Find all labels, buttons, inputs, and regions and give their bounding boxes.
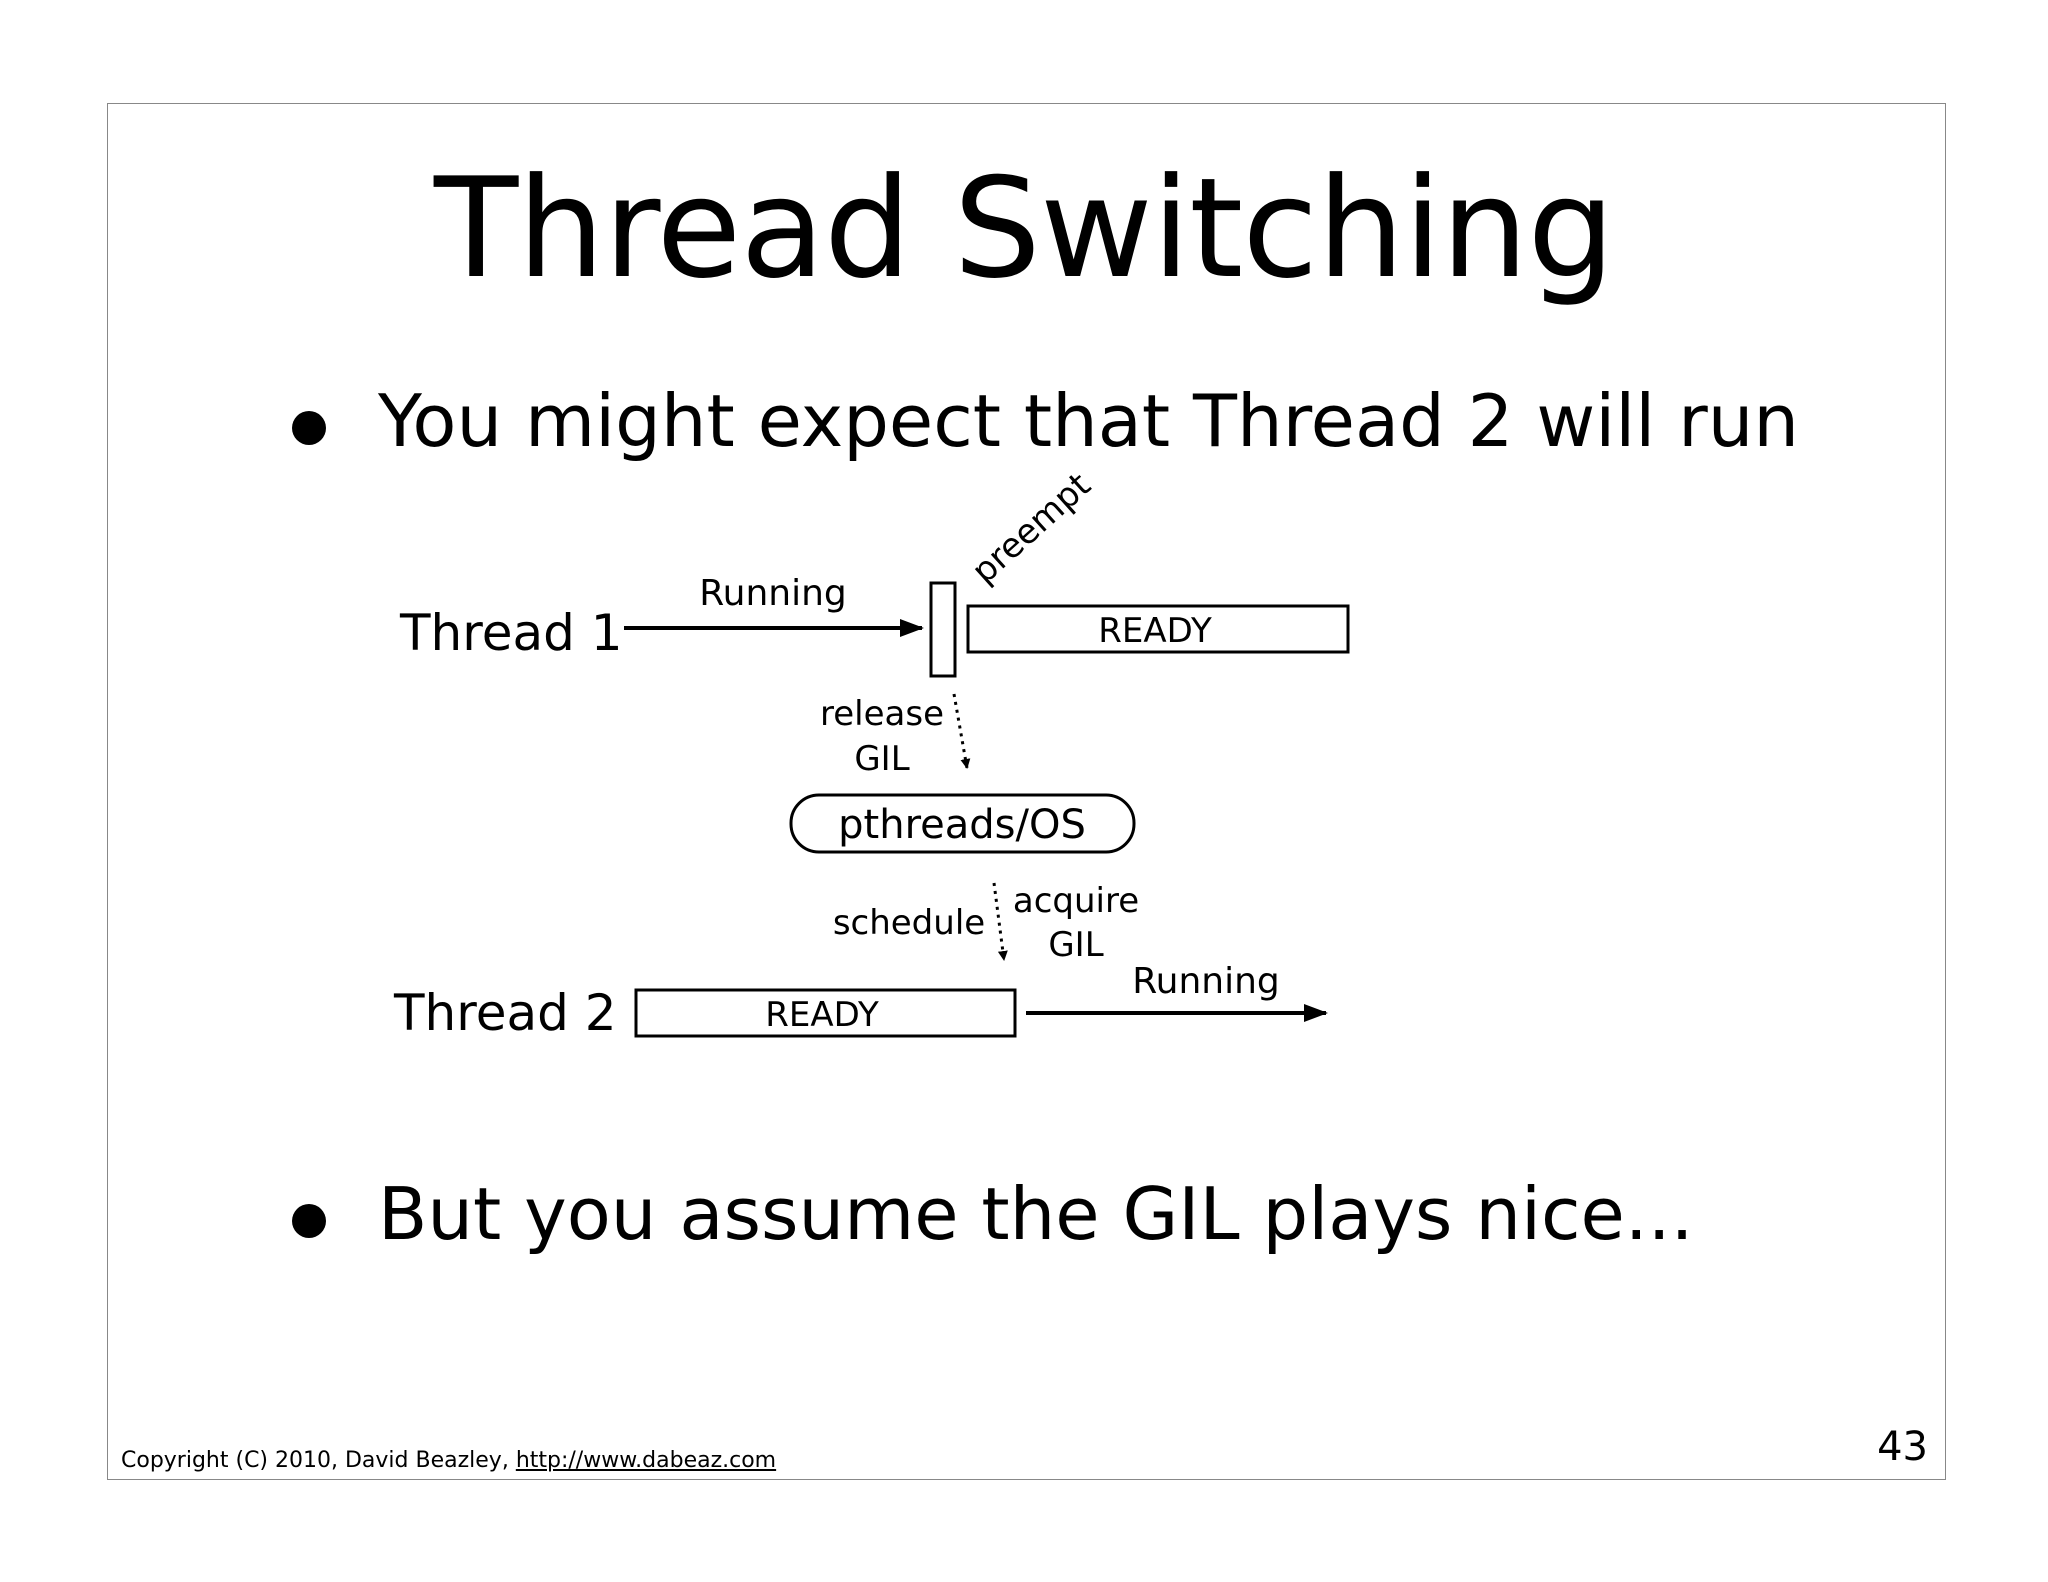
os-scheduler-box bbox=[789, 793, 1136, 854]
slide-frame bbox=[107, 103, 1946, 1480]
footer: Copyright (C) 2010, David Beazley, http:… bbox=[121, 1448, 776, 1473]
bullet-text: But you assume the GIL plays nice... bbox=[378, 1172, 1694, 1256]
acquire-gil-label: GIL bbox=[1048, 925, 1103, 965]
preempt-check-box bbox=[929, 581, 957, 678]
thread1-ready-box bbox=[966, 604, 1350, 654]
thread2-label: Thread 2 bbox=[393, 984, 617, 1042]
page-number: 43 bbox=[1877, 1424, 1928, 1470]
bullet-dot-icon bbox=[292, 1204, 326, 1238]
acquire-label: acquire bbox=[1013, 881, 1139, 921]
schedule-label: schedule bbox=[833, 903, 985, 943]
release-gil-dotted-arrow bbox=[952, 693, 971, 769]
slide-title: Thread Switching bbox=[433, 148, 1615, 309]
preempt-label: preempt bbox=[964, 465, 1098, 592]
release-label: release bbox=[820, 694, 944, 734]
thread1-ready-label: READY bbox=[1098, 611, 1212, 651]
thread2-ready-label: READY bbox=[765, 995, 879, 1035]
os-scheduler-label: pthreads/OS bbox=[838, 802, 1086, 848]
copyright-text: Copyright (C) 2010, David Beazley, bbox=[121, 1448, 516, 1473]
bullet-dot-icon bbox=[292, 411, 326, 445]
thread1-label: Thread 1 bbox=[399, 604, 623, 662]
release-gil-label: GIL bbox=[854, 739, 909, 779]
thread2-running-label: Running bbox=[1132, 961, 1280, 1002]
bullet-text: You might expect that Thread 2 will run bbox=[378, 379, 1800, 463]
thread2-ready-box bbox=[634, 988, 1017, 1038]
acquire-gil-dotted-arrow bbox=[992, 882, 1008, 961]
thread1-running-label: Running bbox=[699, 573, 847, 614]
footer-link[interactable]: http://www.dabeaz.com bbox=[515, 1448, 777, 1473]
